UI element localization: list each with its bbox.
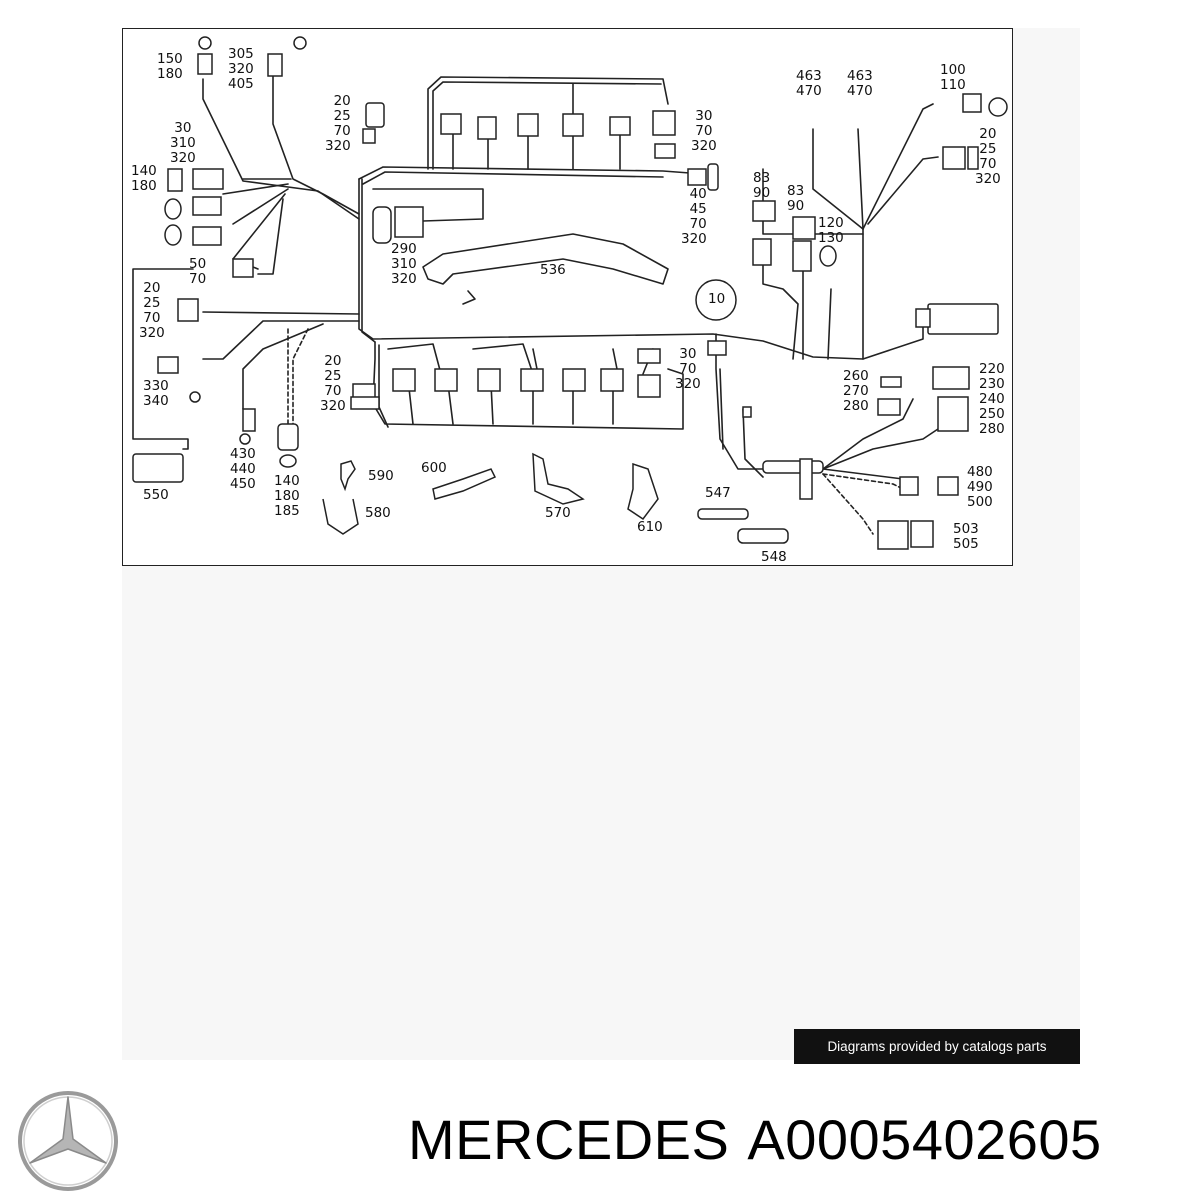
- callout-label: 570: [545, 505, 571, 521]
- mercedes-star-icon: [18, 1091, 118, 1191]
- callout-label: 590: [368, 468, 394, 484]
- callout-label: 20 25 70 320: [139, 280, 165, 341]
- callout-label: 610: [637, 519, 663, 535]
- harness-drawing: [132, 36, 1008, 550]
- callout-label: 503 505: [953, 521, 979, 552]
- brand-name: MERCEDES: [408, 1108, 730, 1171]
- callout-label: 480 490 500: [967, 464, 993, 510]
- callout-label: 20 25 70 320: [320, 353, 346, 414]
- brand-part-title: MERCEDES A0005402605: [408, 1105, 1188, 1175]
- part-number: A0005402605: [747, 1108, 1102, 1171]
- callout-label: 30 70 320: [675, 346, 701, 392]
- callout-label: 140 180: [131, 163, 157, 194]
- callout-label: 83 90: [787, 183, 805, 214]
- callout-label: 100 110: [940, 62, 966, 93]
- callout-label: 140 180 185: [274, 473, 300, 519]
- callout-label: 220 230 240 250 280: [979, 361, 1005, 437]
- callout-label: 30 310 320: [170, 120, 196, 166]
- callout-label: 10: [708, 291, 726, 307]
- main-trunk-parallel: [361, 178, 376, 343]
- callout-circle: [695, 279, 737, 321]
- callout-label: 536: [540, 262, 566, 278]
- callout-label: 430 440 450: [230, 446, 256, 492]
- callout-label: 30 70 320: [691, 108, 717, 154]
- callout-label: 260 270 280: [843, 368, 869, 414]
- callout-label: 50 70: [189, 256, 207, 287]
- callout-label: 580: [365, 505, 391, 521]
- callout-label: 290 310 320: [391, 241, 417, 287]
- callout-label: 463 470: [847, 68, 873, 99]
- callout-label: 20 25 70 320: [325, 93, 351, 154]
- callout-label: 463 470: [796, 68, 822, 99]
- callout-label: 550: [143, 487, 169, 503]
- callout-label: 547: [705, 485, 731, 501]
- callout-label: 20 25 70 320: [975, 126, 1001, 187]
- callout-label: 330 340: [143, 378, 169, 409]
- wiring-harness-diagram: 150 180 305 320 405 20 25 70 320 30 70 3…: [122, 28, 1013, 566]
- diagram-credit-banner: Diagrams provided by catalogs parts: [794, 1029, 1080, 1064]
- callout-label: 83 90: [753, 170, 771, 201]
- callout-label: 120 130: [818, 215, 844, 246]
- callout-label: 150 180: [157, 51, 183, 82]
- callout-label: 600: [421, 460, 447, 476]
- callout-label: 548: [761, 549, 787, 565]
- callout-label: 305 320 405: [228, 46, 254, 92]
- callout-label: 40 45 70 320: [681, 186, 707, 247]
